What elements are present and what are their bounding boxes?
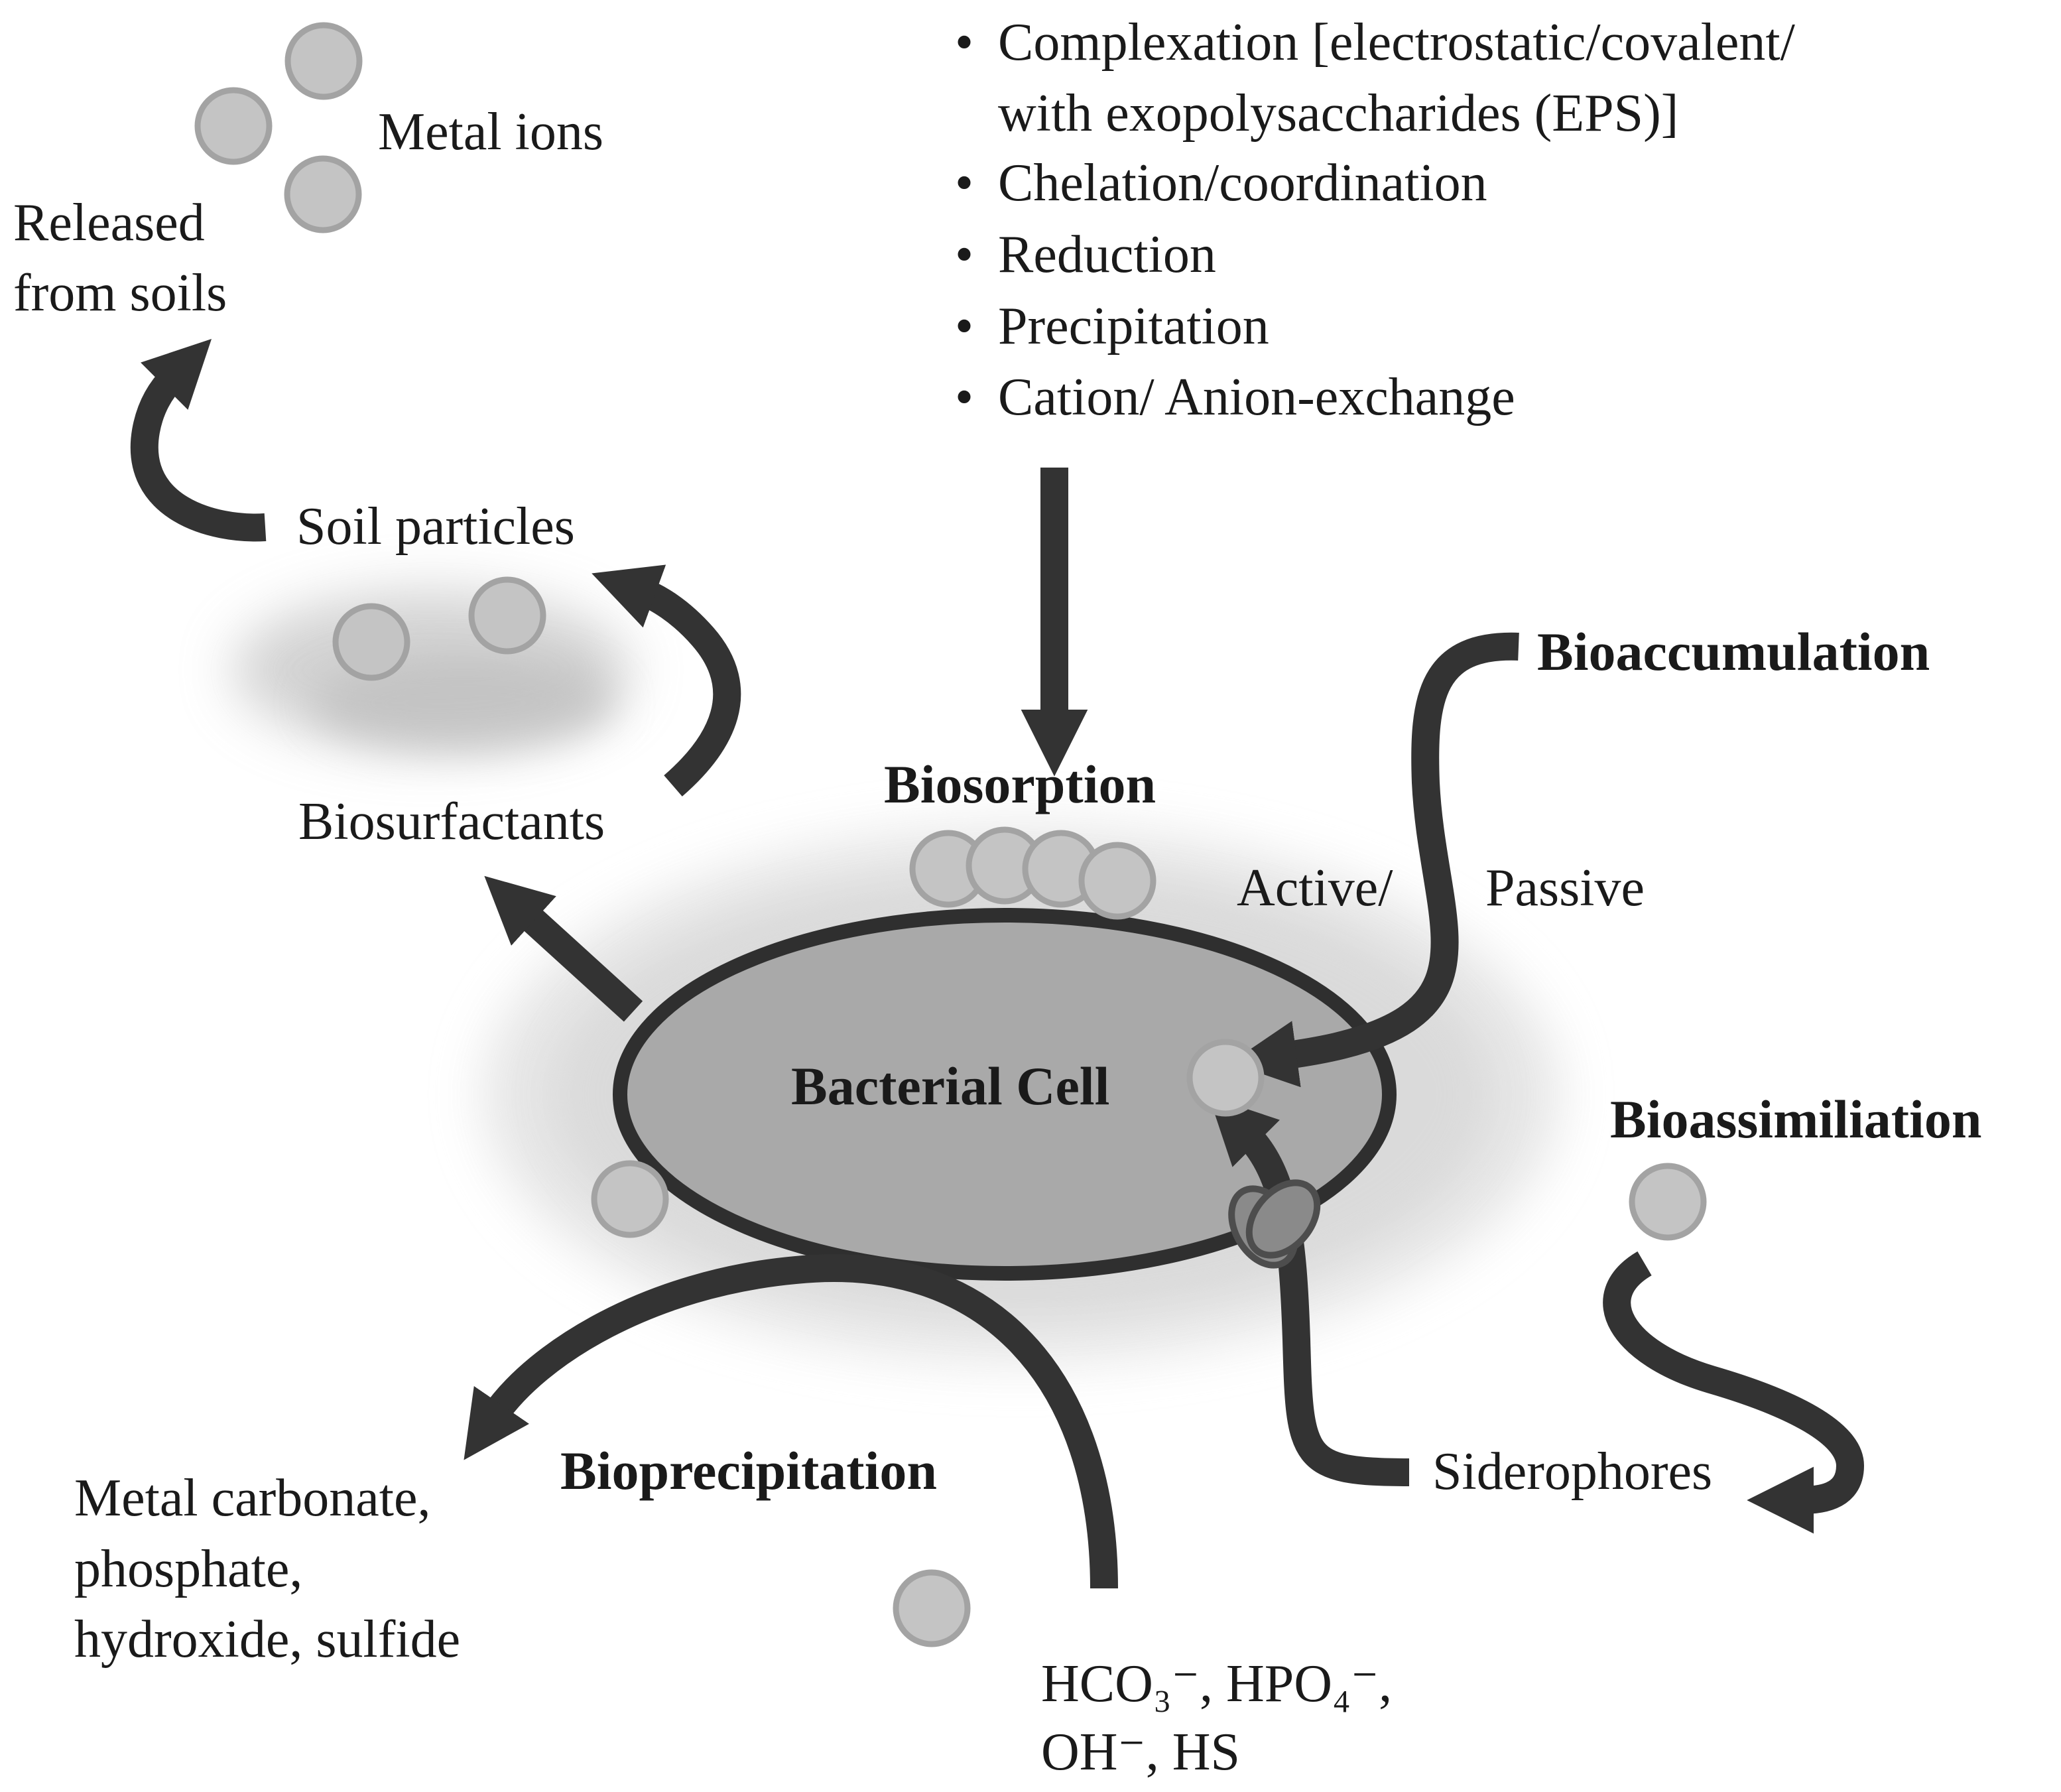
- metal-ion: [194, 87, 273, 165]
- metal-ion-anions: [893, 1569, 971, 1647]
- bullet-icon: •: [955, 13, 973, 72]
- bioprecipitation-label: Bioprecipitation: [560, 1440, 937, 1501]
- soil-particle-cloud: [232, 590, 630, 749]
- metal-salts-label-line1: Metal carbonate,: [74, 1469, 431, 1527]
- metal-ion: [332, 603, 410, 681]
- biosorption-label: Biosorption: [884, 754, 1156, 814]
- metal-ion: [1078, 842, 1156, 920]
- metal-ion-bioassimilation: [1629, 1163, 1707, 1241]
- bullet-icon: •: [955, 225, 973, 284]
- anions-label-line2: OH⁻, HS: [1041, 1723, 1240, 1781]
- mechanism-item: Precipitation: [998, 297, 1269, 355]
- arrow-biosurfactants-to-soil: [592, 564, 741, 797]
- metal-salts-label-line3: hydroxide, sulfide: [74, 1610, 460, 1669]
- biosurfactants-label: Biosurfactants: [298, 793, 605, 851]
- mechanism-item-continued: with exopolysaccharides (EPS)]: [998, 84, 1678, 143]
- active-label: Active/: [1237, 859, 1393, 917]
- bacterial-cell-body: [613, 908, 1397, 1281]
- arrow-released-from-soils: [130, 338, 267, 542]
- metal-ions-free: [194, 22, 363, 233]
- arrow-bioaccumulation-into-cell: [1230, 632, 1519, 1088]
- metal-ions-biosorbed: [909, 826, 1156, 920]
- passive-label: Passive: [1485, 859, 1645, 917]
- metal-ion: [284, 155, 362, 233]
- arrow-bioprecipitation: [464, 1253, 1118, 1589]
- bullet-icon: •: [955, 368, 973, 426]
- metal-ions-soil: [332, 576, 546, 681]
- metal-ion-intracellular: [1186, 1039, 1265, 1117]
- released-from-soils-label-line2: from soils: [13, 264, 227, 322]
- soil-particles-label: Soil particles: [296, 497, 575, 556]
- mechanism-item: Complexation [electrostatic/covalent/: [998, 13, 1796, 72]
- metal-ion: [468, 576, 546, 655]
- anions-label-line1: HCO₃⁻, HPO₄⁻,: [1041, 1655, 1392, 1713]
- bullet-icon: •: [955, 154, 973, 212]
- bioaccumulation-label: Bioaccumulation: [1537, 621, 1930, 682]
- released-from-soils-label-line1: Released: [13, 194, 205, 252]
- siderophore-complex: [1228, 1179, 1321, 1269]
- arrow-cell-to-biosurfactants: [484, 875, 643, 1022]
- mechanism-item: Cation/ Anion-exchange: [998, 368, 1515, 426]
- mechanism-item: Chelation/coordination: [998, 154, 1487, 212]
- bacterial-cell-label: Bacterial Cell: [791, 1056, 1109, 1116]
- biosorption-mechanisms-list: • Complexation [electrostatic/covalent/ …: [955, 13, 1796, 426]
- bullet-icon: •: [955, 297, 973, 355]
- metal-ions-label: Metal ions: [378, 103, 603, 161]
- bioassimilation-label: Bioassimiliation: [1610, 1089, 1981, 1149]
- metal-ion-membrane-left: [591, 1160, 669, 1238]
- mechanism-item: Reduction: [998, 225, 1216, 284]
- siderophores-label: Siderophores: [1432, 1442, 1712, 1501]
- arrow-siderophores-into-cell: [1209, 1096, 1410, 1486]
- metal-ion: [284, 22, 363, 100]
- metal-salts-label-line2: phosphate,: [74, 1540, 302, 1598]
- arrow-bioassimilation-to-siderophores: [1603, 1251, 1865, 1534]
